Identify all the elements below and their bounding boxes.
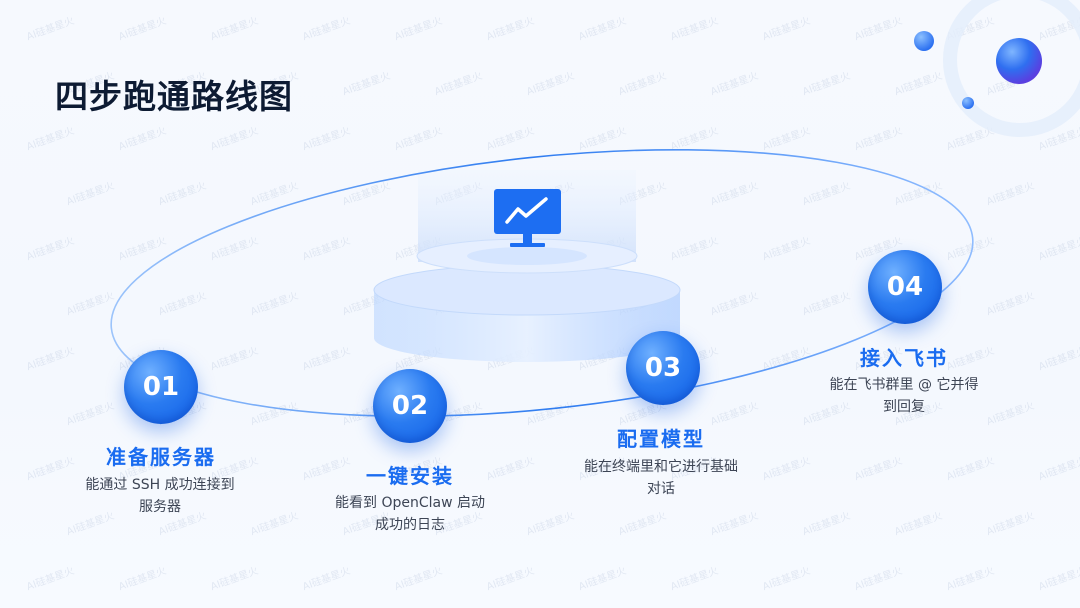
deco-ball-big (996, 38, 1042, 84)
step-2-number: 02 (373, 369, 447, 443)
step-1-desc: 能通过 SSH 成功连接到 服务器 (40, 474, 280, 518)
step-1-desc-line-2: 服务器 (139, 499, 181, 515)
step-2-desc-line-1: 能看到 OpenClaw 启动 (335, 495, 485, 511)
step-4-desc-line-2: 到回复 (883, 399, 925, 415)
step-1-desc-line-1: 能通过 SSH 成功连接到 (85, 477, 235, 493)
step-2-desc-line-2: 成功的日志 (375, 517, 445, 533)
step-3-desc-line-2: 对话 (647, 481, 675, 497)
step-3-title: 配置模型 (617, 427, 705, 451)
step-4-desc: 能在飞书群里 @ 它并得 到回复 (784, 374, 1024, 418)
podium-disc-inner (467, 247, 587, 265)
deco-ball-small (914, 31, 934, 51)
step-4-number: 04 (868, 250, 942, 324)
step-4-desc-line-1: 能在飞书群里 @ 它并得 (829, 377, 979, 393)
step-1-title: 准备服务器 (106, 445, 216, 469)
roadmap-orbit (110, 148, 974, 418)
deco-ring (943, 0, 1080, 137)
step-4-title: 接入飞书 (860, 346, 948, 370)
step-3-desc-line-1: 能在终端里和它进行基础 (584, 459, 738, 475)
step-2-desc: 能看到 OpenClaw 启动 成功的日志 (290, 492, 530, 536)
step-3-number: 03 (626, 331, 700, 405)
step-2-title: 一键安装 (366, 464, 454, 488)
step-3-desc: 能在终端里和它进行基础 对话 (541, 456, 781, 500)
deco-ball-tiny (962, 97, 974, 109)
step-1-number: 01 (124, 350, 198, 424)
monitor-chart-icon (494, 189, 561, 247)
page-title: 四步跑通路线图 (55, 77, 293, 116)
